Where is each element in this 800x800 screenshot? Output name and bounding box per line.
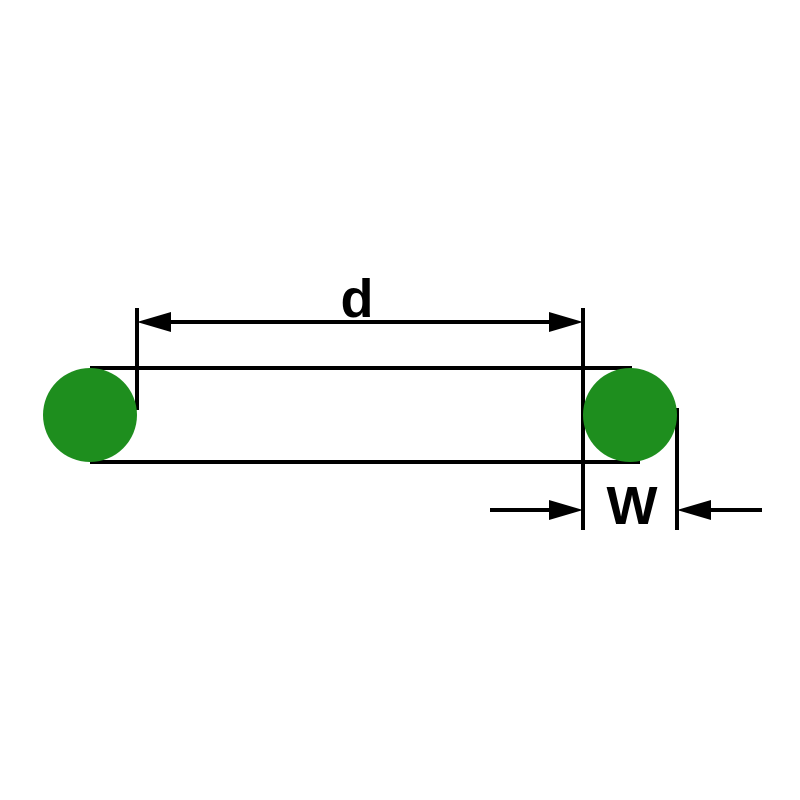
cross-section-width-label: W bbox=[607, 476, 658, 536]
d-arrowhead-right-icon bbox=[549, 312, 583, 332]
inner-diameter-label: d bbox=[341, 269, 374, 329]
o-ring-left-cross-section bbox=[43, 368, 137, 462]
d-arrowhead-left-icon bbox=[137, 312, 171, 332]
w-arrowhead-left-icon bbox=[549, 500, 583, 520]
o-ring-right-cross-section bbox=[583, 368, 677, 462]
w-arrowhead-right-icon bbox=[677, 500, 711, 520]
